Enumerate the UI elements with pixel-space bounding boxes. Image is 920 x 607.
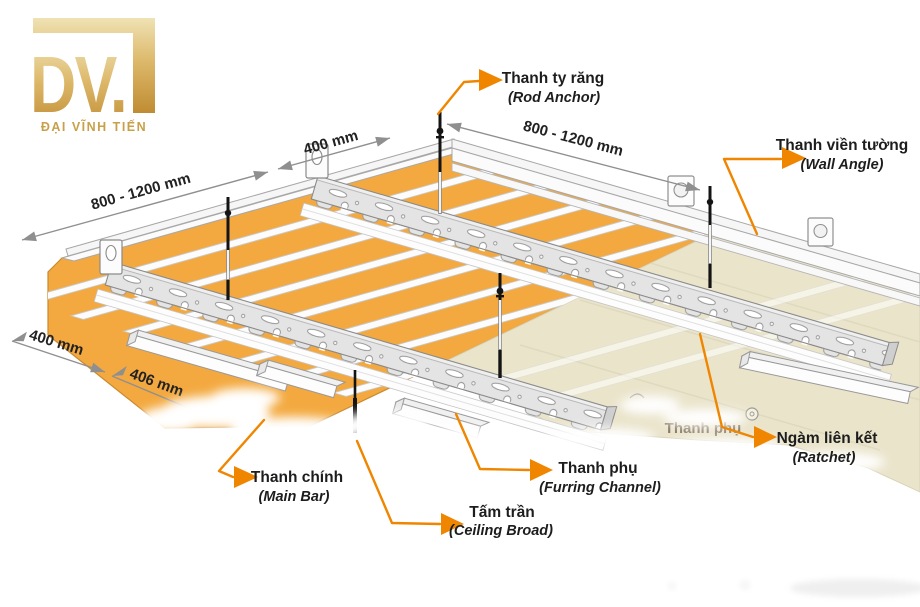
callout-rod-anchor: Thanh ty răng (Rod Anchor)	[436, 69, 604, 116]
callout-ceiling-board: Tấm trần (Ceiling Broad)	[355, 439, 553, 539]
rod-anchor-1	[436, 112, 444, 214]
wall-angle-top-right	[451, 138, 920, 307]
dim-top-left-offset-label: 400 mm	[302, 127, 360, 158]
rod-anchor-2	[496, 273, 504, 378]
callout-wall-angle: Thanh viền tường (Wall Angle)	[722, 137, 908, 236]
logo-mark: DV.	[30, 40, 126, 129]
furring-channel-4	[738, 350, 920, 405]
furring-channel-label-en: (Furring Channel)	[539, 480, 661, 496]
main-bar-label-vi: Thanh chính	[251, 469, 343, 486]
callout-ratchet: Ngàm liên kết (Ratchet)	[698, 332, 878, 466]
ratchet-clip	[629, 393, 759, 421]
wall-angle-label-vi: Thanh viền tường	[776, 137, 908, 154]
ceiling-board-label-vi: Tấm trần	[469, 504, 534, 521]
main-bar-label-en: (Main Bar)	[259, 489, 330, 505]
ratchet-label-en: (Ratchet)	[793, 450, 856, 466]
callout-main-bar: Thanh chính (Main Bar)	[217, 418, 343, 505]
rod-anchor-3	[224, 197, 232, 300]
rod-anchor-label-vi: Thanh ty răng	[502, 70, 604, 87]
company-logo: DV. ĐẠI VĨNH TIẾN	[30, 18, 155, 134]
watermark-blur-patches	[138, 388, 885, 472]
furring-channel-2	[255, 359, 347, 399]
furring-channel-label-vi: Thanh phụ	[558, 460, 637, 477]
wall-angle-bracket-1	[667, 175, 695, 207]
main-bar-upper	[299, 175, 900, 388]
rod-anchor-label-en: (Rod Anchor)	[508, 90, 600, 106]
ratchet-label-vi: Ngàm liên kết	[777, 430, 878, 447]
wall-angle-label-en: (Wall Angle)	[801, 157, 884, 173]
rod-anchor-4	[706, 186, 714, 288]
dim-top-right-span-label: 800 - 1200 mm	[521, 117, 625, 159]
main-bar-hanger-plate-upper	[305, 143, 329, 179]
ceiling-board-label-en: (Ceiling Broad)	[449, 523, 553, 539]
callout-furring-channel: Thanh phụ (Furring Channel)	[454, 412, 661, 496]
logo-bracket	[33, 18, 155, 113]
watermark-gray-smudge	[668, 579, 920, 597]
logo-company-name: ĐẠI VĨNH TIẾN	[41, 119, 147, 134]
wall-angle-bracket-2	[807, 217, 834, 247]
main-bar-lower	[93, 261, 618, 451]
main-bar-hanger-plate-lower	[99, 239, 123, 275]
furring-channel-1	[125, 329, 299, 392]
